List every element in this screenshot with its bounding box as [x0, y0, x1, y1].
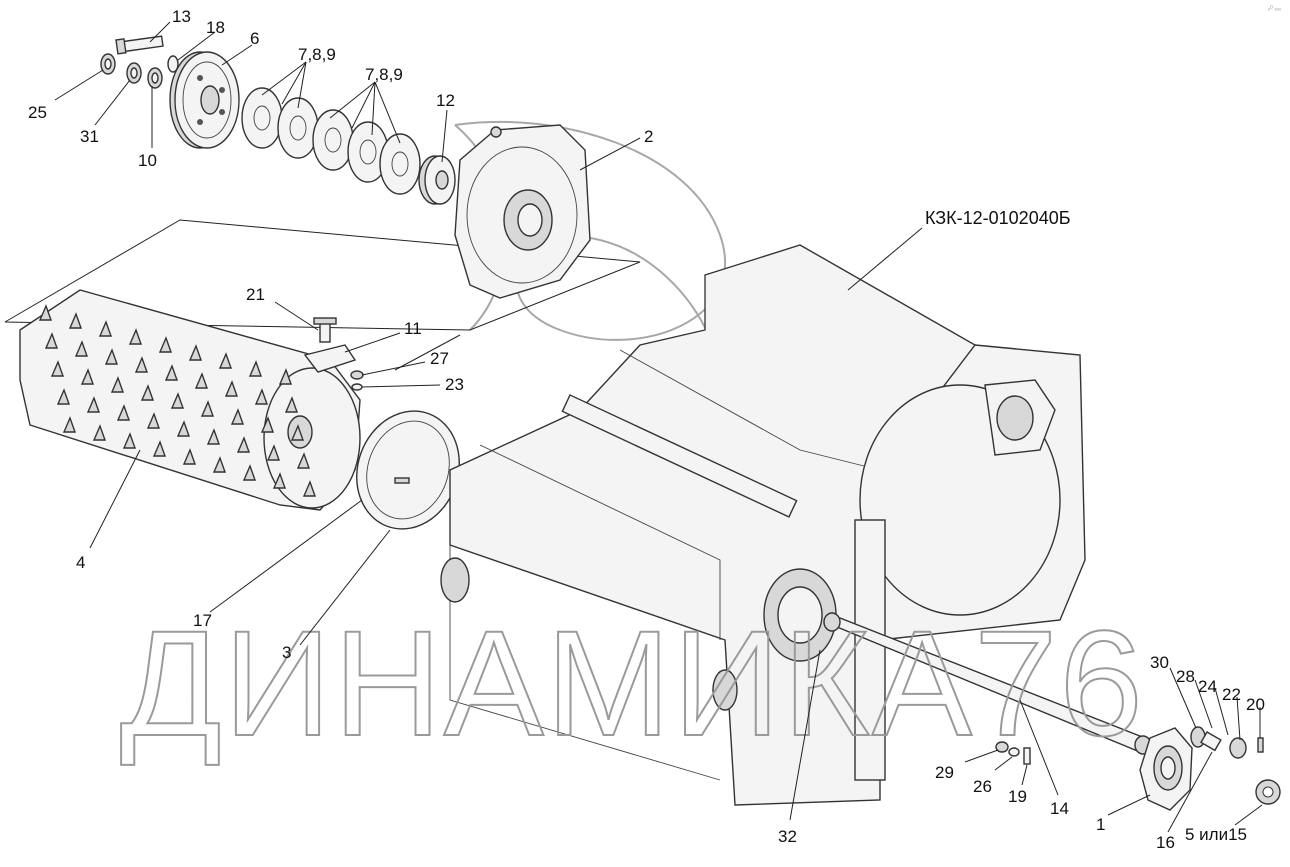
- rotor-tooth: [116, 404, 130, 421]
- assembly-code-label: КЗК-12-0102040Б: [925, 208, 1071, 228]
- rotor-tooth: [140, 384, 154, 401]
- rotor-tooth: [122, 432, 136, 449]
- rotor-tooth: [278, 368, 292, 385]
- callout-29: 29: [935, 763, 954, 782]
- rotor-tooth: [152, 440, 166, 457]
- bolt-21-bracket-11: [303, 317, 364, 391]
- callout-14: 14: [1050, 799, 1069, 818]
- callout-2: 2: [644, 127, 653, 146]
- rotor-tooth: [272, 472, 286, 489]
- callout-4: 4: [76, 553, 85, 572]
- rotor-drum-4: [19, 289, 361, 511]
- rotor-tooth: [230, 408, 244, 425]
- sprocket-5-or-15: [1255, 779, 1281, 805]
- rotor-tooth: [206, 428, 220, 445]
- pulley-6: [169, 51, 240, 149]
- callout-28: 28: [1176, 667, 1195, 686]
- rotor-tooth: [50, 360, 64, 377]
- rotor-tooth: [200, 400, 214, 417]
- rotor-tooth: [296, 452, 310, 469]
- rotor-tooth: [146, 412, 160, 429]
- callout-11: 11: [404, 319, 422, 338]
- callout-1: 1: [1096, 815, 1105, 834]
- hardware-stack: [100, 35, 179, 89]
- rotor-tooth: [254, 388, 268, 405]
- rotor-tooth: [224, 380, 238, 397]
- rotor-tooth: [92, 424, 106, 441]
- rotor-tooth: [86, 396, 100, 413]
- hub-12: [418, 155, 456, 205]
- callout-6: 6: [250, 29, 259, 48]
- callout-31: 31: [80, 127, 99, 146]
- rotor-tooth: [302, 480, 316, 497]
- leader-lines: [54, 21, 1263, 833]
- rotor-tooth: [176, 420, 190, 437]
- callout-13: 13: [172, 7, 191, 26]
- rotor-tooth: [242, 464, 256, 481]
- callout-24: 24: [1198, 677, 1217, 696]
- callout-32: 32: [778, 827, 797, 846]
- rotor-tooth: [110, 376, 124, 393]
- coupling-discs: [241, 87, 421, 195]
- callout-19: 19: [1008, 787, 1027, 806]
- callout-3: 3: [282, 643, 291, 662]
- callout-25: 25: [28, 103, 47, 122]
- callout-16: 16: [1156, 833, 1175, 852]
- rotor-tooth: [194, 372, 208, 389]
- callout-5-or-15: 5 или15: [1185, 825, 1247, 844]
- cover-plate-2: [454, 124, 591, 299]
- callout-18: 18: [206, 18, 225, 37]
- watermark-text: ДИНАМИКА76: [120, 599, 1145, 767]
- main-housing: [440, 244, 1086, 806]
- callout-26: 26: [973, 777, 992, 796]
- callout-17: 17: [193, 611, 212, 630]
- alignment-frame: [4, 219, 641, 371]
- shaft-14: [822, 612, 1152, 755]
- callout-7-8-9-b: 7,8,9: [365, 65, 403, 84]
- rotor-tooth: [56, 388, 70, 405]
- rotor-tooth: [218, 352, 232, 369]
- rotor-tooth: [158, 336, 172, 353]
- callout-27: 27: [430, 349, 449, 368]
- callout-12: 12: [436, 91, 455, 110]
- rotor-tooth: [164, 364, 178, 381]
- rotor-tooth: [44, 332, 58, 349]
- bolts-29-26-19: [995, 741, 1031, 765]
- rotor-tooth: [62, 416, 76, 433]
- rotor-tooth: [170, 392, 184, 409]
- rotor-tooth: [80, 368, 94, 385]
- rotor-tooth: [68, 312, 82, 329]
- rotor-tooth: [134, 356, 148, 373]
- rotor-tooth: [212, 456, 226, 473]
- rotor-tooth: [104, 348, 118, 365]
- corner-mark: ₒᴰ ₑₒₒ: [1268, 5, 1282, 12]
- rotor-tooth: [248, 360, 262, 377]
- rotor-tooth: [284, 396, 298, 413]
- rotor-tooth: [128, 328, 142, 345]
- callout-30: 30: [1150, 653, 1169, 672]
- rotor-tooth: [98, 320, 112, 337]
- rotor-teeth: [38, 304, 316, 497]
- callout-7-8-9-a: 7,8,9: [298, 45, 336, 64]
- rotor-tooth: [74, 340, 88, 357]
- rotor-tooth: [260, 416, 274, 433]
- rotor-tooth: [266, 444, 280, 461]
- callout-22: 22: [1222, 685, 1241, 704]
- rotor-tooth: [290, 424, 304, 441]
- rotor-tooth: [38, 304, 52, 321]
- callout-10: 10: [138, 151, 157, 170]
- callout-labels: 13 18 6 7,8,9 7,8,9 25 31 10 12 2 21 11 …: [28, 7, 1265, 852]
- rotor-tooth: [236, 436, 250, 453]
- bearing-housing-1: [1139, 726, 1281, 811]
- callout-21: 21: [246, 285, 265, 304]
- callout-23: 23: [445, 375, 464, 394]
- rotor-tooth: [188, 344, 202, 361]
- callout-20: 20: [1246, 695, 1265, 714]
- rotor-tooth: [182, 448, 196, 465]
